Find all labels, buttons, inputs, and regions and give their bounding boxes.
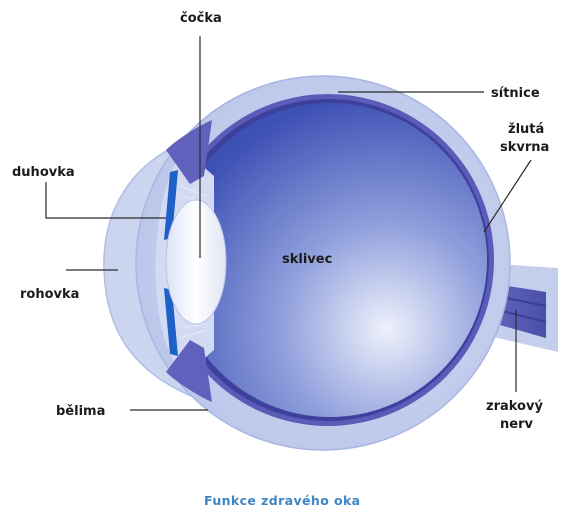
- label-zrakovy-nerv-2: nerv: [500, 417, 533, 432]
- label-sklivec: sklivec: [282, 252, 332, 267]
- label-sitnice: sítnice: [491, 86, 540, 101]
- figure-caption: Funkce zdravého oka: [204, 493, 361, 508]
- label-zluta-skvrna-1: žlutá: [508, 122, 544, 137]
- label-cocka: čočka: [180, 11, 222, 26]
- label-zrakovy-nerv-1: zrakový: [486, 399, 543, 414]
- label-zluta-skvrna-2: skvrna: [500, 140, 549, 155]
- label-belima: bělima: [56, 404, 105, 419]
- label-duhovka: duhovka: [12, 165, 75, 180]
- lens: [166, 200, 226, 324]
- label-rohovka: rohovka: [20, 287, 79, 302]
